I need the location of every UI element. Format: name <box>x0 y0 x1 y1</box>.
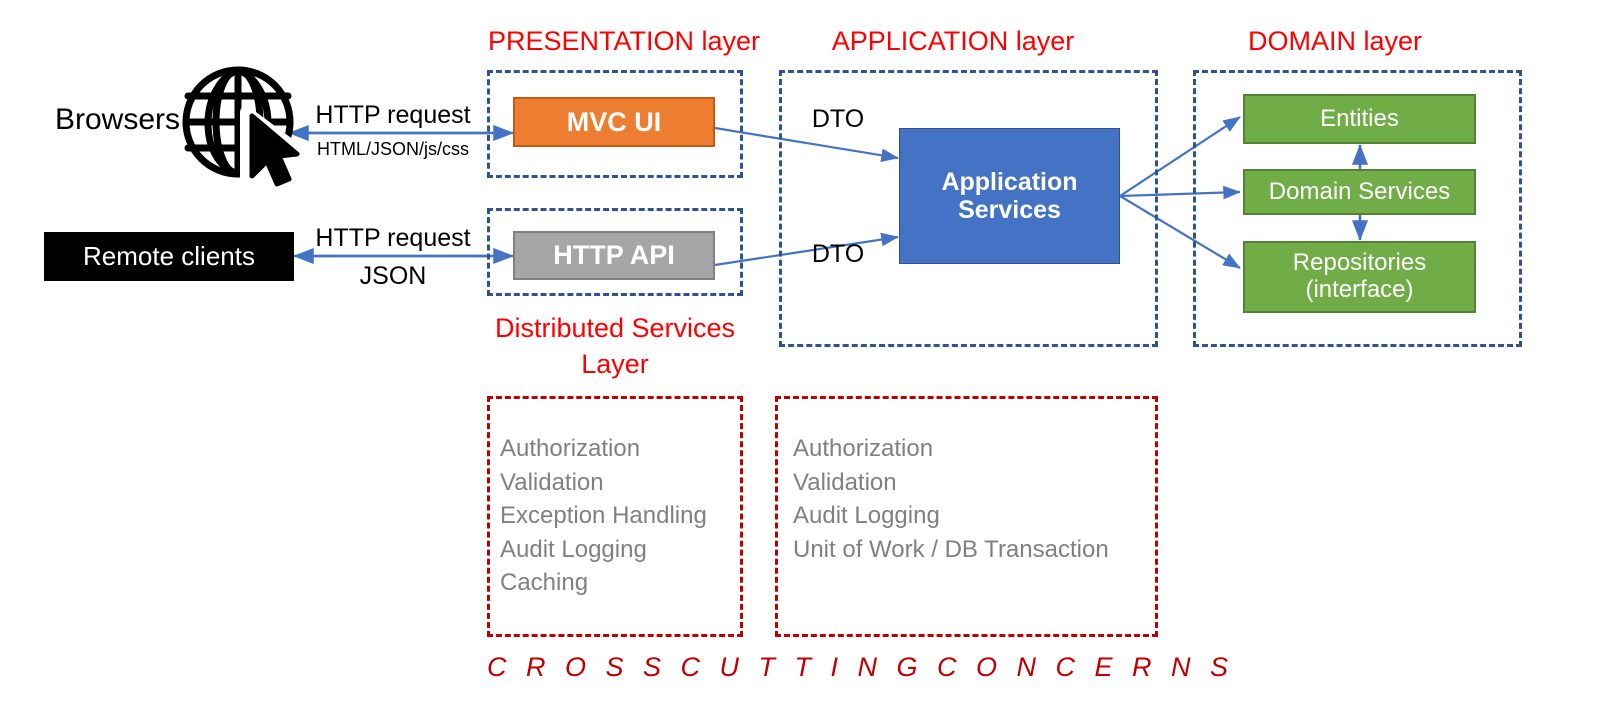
cc-app-item-0: Authorization <box>793 435 934 462</box>
cc-pres-item-2: Exception Handling <box>500 502 707 530</box>
domain-layer-container <box>1193 70 1522 347</box>
repositories-box[interactable]: Repositories (interface) <box>1243 241 1476 313</box>
arrow-dto-top <box>714 126 899 163</box>
cc-app-item-1: Validation <box>793 468 897 496</box>
application-layer-container <box>779 70 1158 347</box>
label-dto-bottom: DTO <box>811 240 865 268</box>
label-browser-response: HTML/JSON/js/css <box>316 139 469 159</box>
repositories-line2: (interface) <box>1305 276 1414 303</box>
mvc-ui-box[interactable]: MVC UI <box>513 97 715 147</box>
application-services-box[interactable]: Application Services <box>899 128 1120 264</box>
caption-distributed-services-line1: Distributed Services <box>494 313 736 343</box>
cross-cutting-application-list: Authorization Validation Audit Logging U… <box>793 432 1109 566</box>
presentation-layer-mvc-container <box>487 70 743 178</box>
caption-presentation-layer: PRESENTATION layer <box>488 26 761 56</box>
cc-pres-item-3: Audit Logging <box>500 535 647 563</box>
label-browser-http-request: HTTP request <box>315 101 471 129</box>
cross-cutting-presentation-box <box>487 396 743 637</box>
remote-clients-box: Remote clients <box>44 232 294 281</box>
cross-cutting-presentation-list: Authorization Validation Exception Handl… <box>500 432 707 600</box>
cc-pres-item-0: Authorization <box>500 435 641 462</box>
repositories-line1: Repositories <box>1292 249 1427 277</box>
browsers-label: Browsers <box>55 103 181 136</box>
cursor-icon <box>249 113 300 187</box>
cc-app-item-2: Audit Logging <box>793 502 940 530</box>
presentation-layer-api-container <box>487 208 743 296</box>
arrow-appsvc-domainservices <box>1119 185 1241 200</box>
caption-domain-layer: DOMAIN layer <box>1247 26 1423 56</box>
entities-box[interactable]: Entities <box>1243 94 1476 144</box>
label-api-response: JSON <box>359 262 427 290</box>
caption-application-layer: APPLICATION layer <box>831 26 1075 56</box>
arrow-dto-bottom <box>714 232 899 267</box>
caption-distributed-services-line2: Layer <box>581 349 649 379</box>
cc-pres-item-4: Caching <box>500 569 589 597</box>
cc-pres-item-1: Validation <box>500 468 604 496</box>
cross-cutting-application-box <box>775 396 1158 637</box>
label-dto-top: DTO <box>811 105 865 133</box>
application-services-line1: Application <box>941 168 1078 196</box>
cross-cutting-concerns-title: C R O S S C U T T I N G C O N C E R N S <box>487 652 1235 682</box>
cc-app-item-3: Unit of Work / DB Transaction <box>793 535 1109 563</box>
application-services-line2: Services <box>958 196 1061 224</box>
arrow-appsvc-repositories <box>1119 195 1241 269</box>
domain-services-box[interactable]: Domain Services <box>1243 169 1476 215</box>
label-api-http-request: HTTP request <box>315 224 471 252</box>
http-api-box[interactable]: HTTP API <box>513 231 715 280</box>
arrow-appsvc-entities <box>1119 116 1241 197</box>
